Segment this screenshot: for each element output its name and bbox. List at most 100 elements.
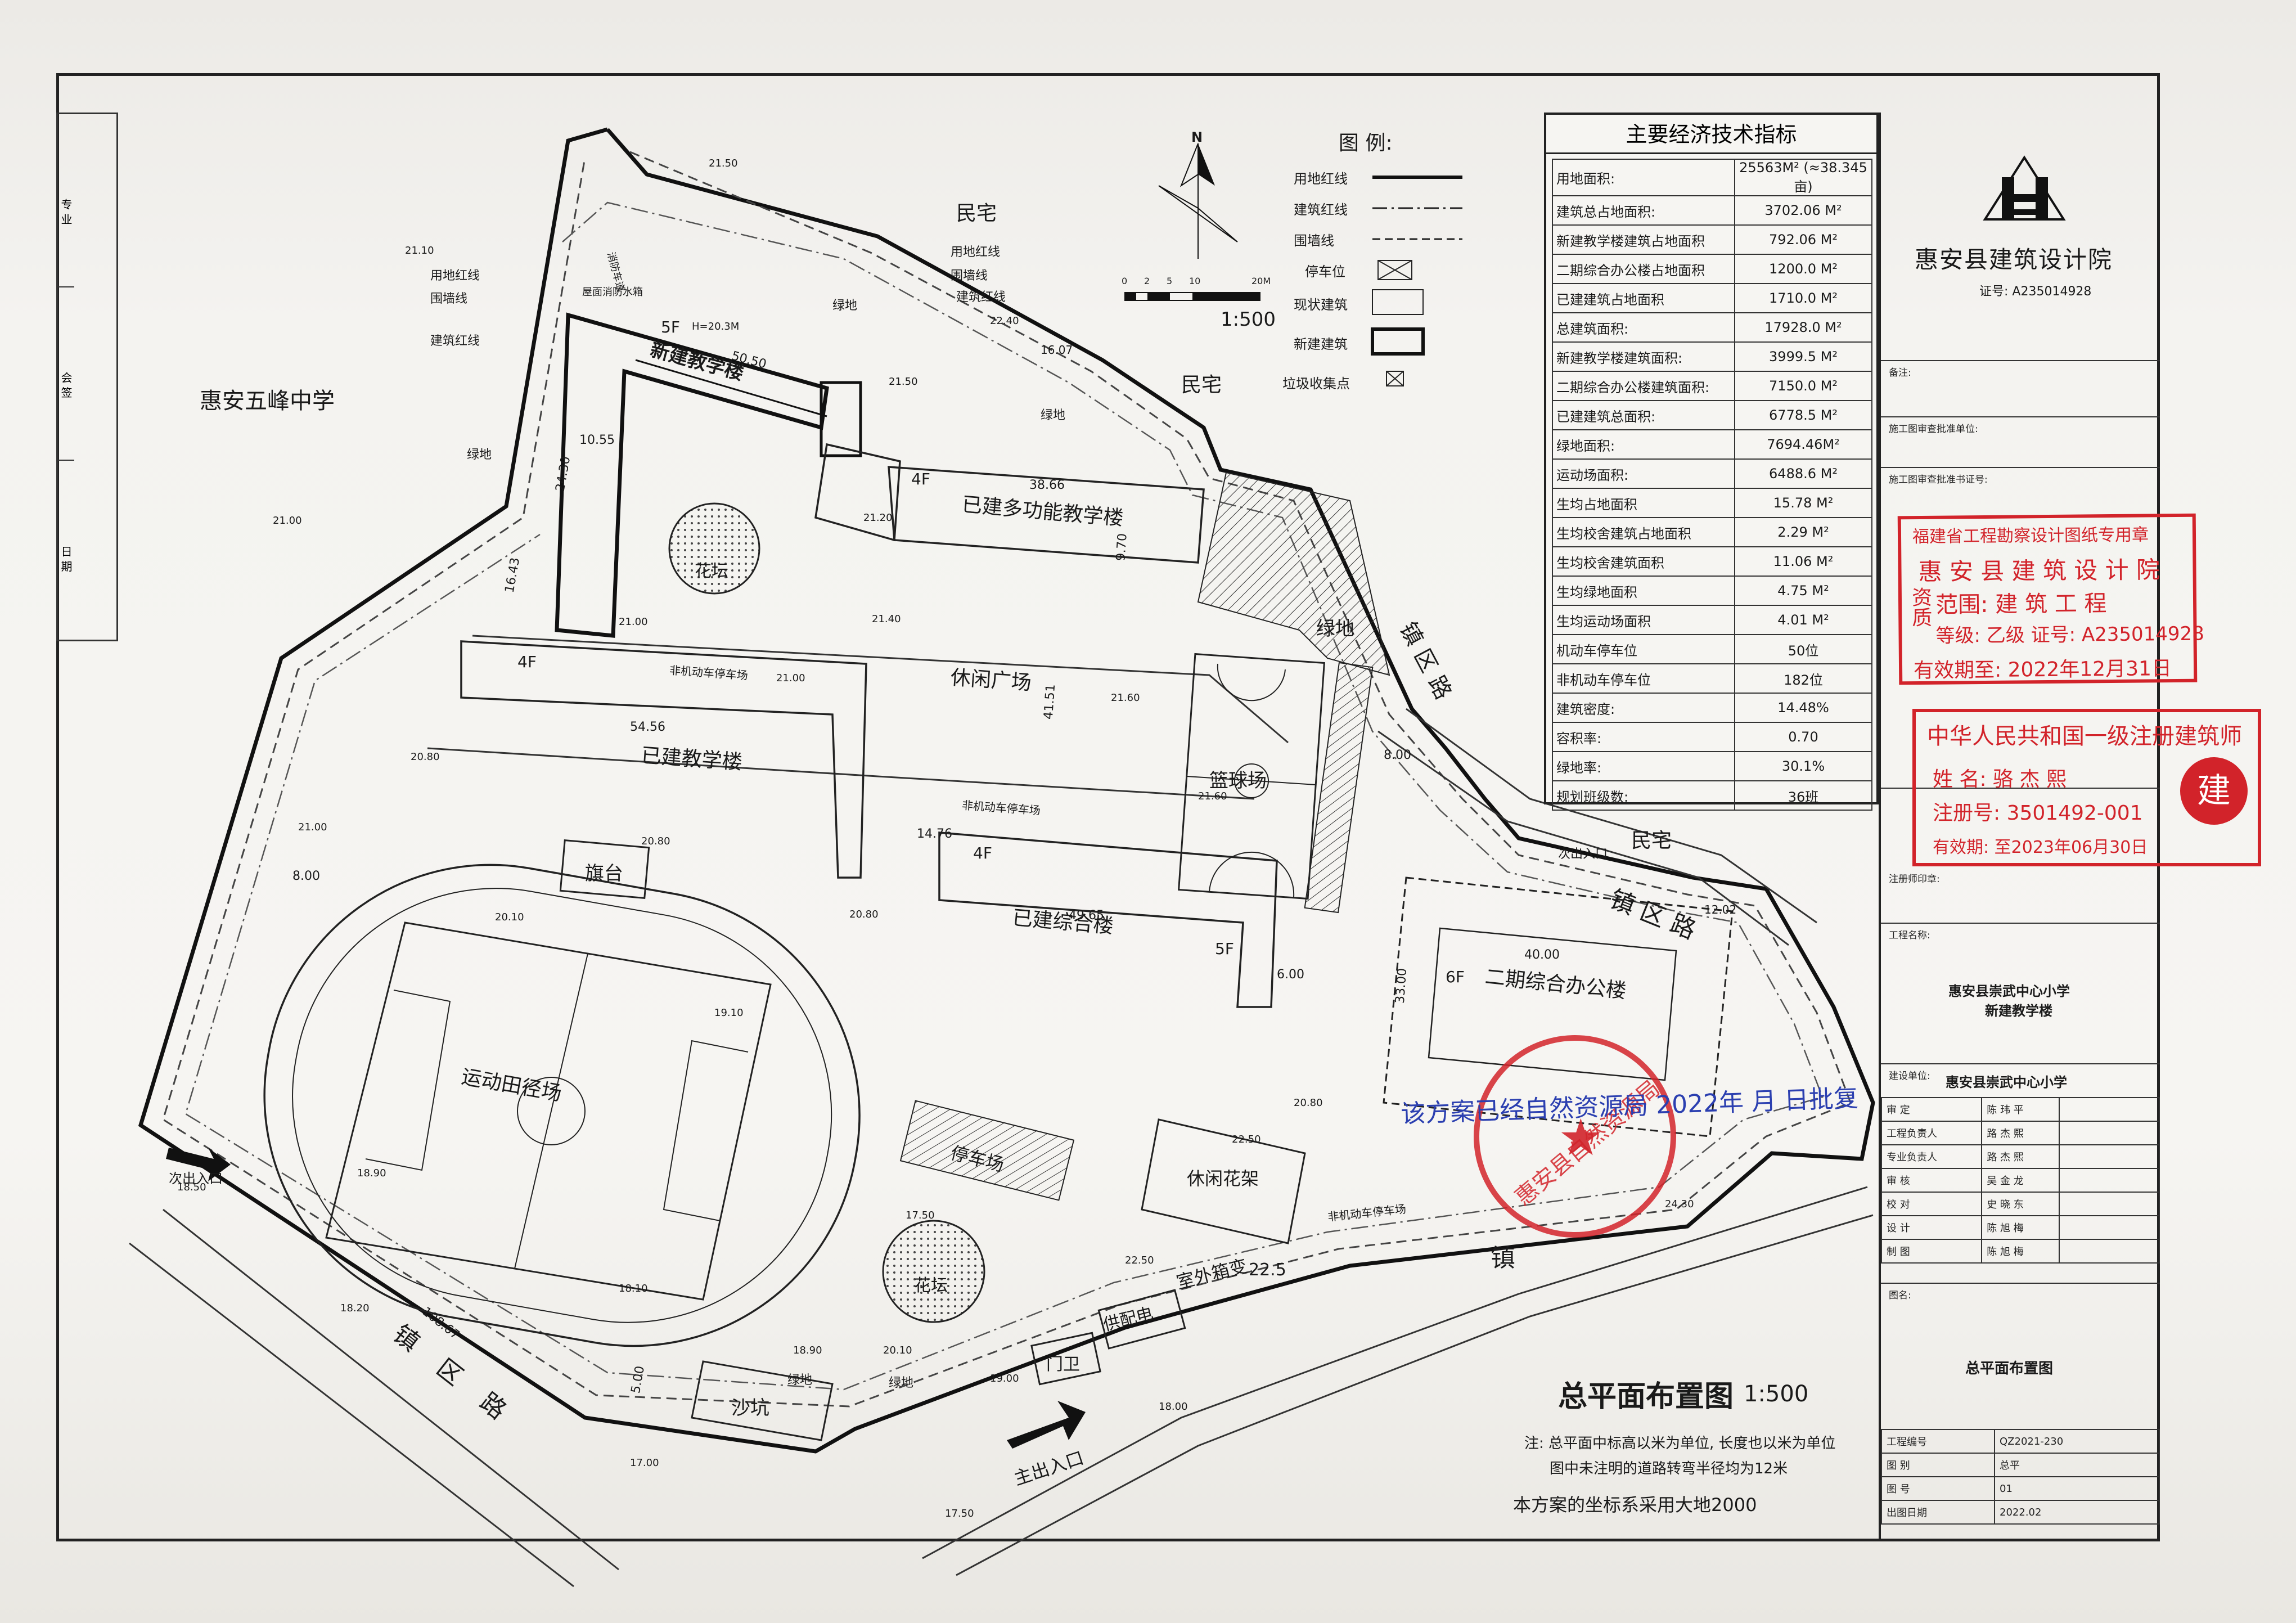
index-label: 建筑密度: — [1552, 693, 1735, 723]
signature-row: 审 核吴 金 龙 — [1880, 1168, 2160, 1193]
road-bottom-west — [163, 1208, 619, 1571]
plan-title: 总平面布置图 — [1558, 1380, 1734, 1414]
index-value: 1200.0 M² — [1734, 254, 1872, 284]
scale-bar-tick-10: 10 — [1189, 276, 1201, 286]
dim-label: 49.65 — [1069, 909, 1104, 923]
approval-seal-star: ★ — [1558, 1108, 1604, 1167]
dim-label: 8.00 — [1384, 748, 1411, 762]
internal-road — [472, 635, 1289, 744]
dim-label: 38.66 — [1029, 478, 1065, 492]
label-build-b: 建筑红线 — [956, 290, 1006, 304]
dim-label: 9.70 — [1114, 533, 1130, 561]
index-label: 二期综合办公楼建筑面积: — [1552, 371, 1735, 401]
signature-cell — [2059, 1144, 2160, 1169]
elevation-mark: 21.60 — [1198, 790, 1227, 802]
label-residence-southeast: 民宅 — [1631, 829, 1672, 852]
label-flower-bed-2: 花坛 — [914, 1276, 948, 1296]
label-wall-a: 围墙线 — [430, 292, 468, 306]
label-sub-entrance: 次出入口 — [169, 1171, 223, 1186]
label-school-west: 惠安五峰中学 — [200, 388, 335, 414]
label-flower-bed-1: 花坛 — [695, 561, 728, 581]
index-label: 生均校舍建筑占地面积 — [1552, 517, 1735, 547]
index-row: 已建建筑总面积:6778.5 M² — [1552, 400, 1872, 430]
court-midline — [1186, 776, 1317, 785]
main-entrance-arrow — [1007, 1401, 1086, 1449]
label-build-a: 建筑红线 — [430, 334, 480, 348]
binding-strip: 专 业 会 签 日 期 — [56, 113, 118, 641]
football-field — [325, 921, 772, 1301]
meta-row: 图 别总平 — [1880, 1453, 2160, 1477]
index-value: 3999.5 M² — [1734, 341, 1872, 372]
elevation-mark: 20.80 — [849, 909, 879, 920]
signature-role: 专业负责人 — [1880, 1144, 1983, 1169]
index-value: 4.75 M² — [1734, 576, 1872, 606]
elevation-mark: 20.80 — [1294, 1097, 1323, 1109]
label-residence-east: 民宅 — [1181, 374, 1222, 397]
plan-scale: 1:500 — [1744, 1381, 1809, 1407]
index-label: 已建建筑占地面积 — [1552, 283, 1735, 313]
road-south-edge — [956, 1214, 1874, 1576]
label-road-right-lower: 镇 — [1491, 1244, 1515, 1273]
architect-stamp: 中华人民共和国一级注册建筑师 姓 名: 骆 杰 熙 注册号: 3501492-0… — [1912, 709, 2261, 866]
label-residence-north: 民宅 — [956, 202, 997, 225]
meta-val: 01 — [1994, 1476, 2160, 1501]
index-value: 1710.0 M² — [1734, 283, 1872, 313]
approval-seal: 惠安县自然资源局 ★ — [1474, 1035, 1676, 1238]
sheet-frame — [56, 73, 2160, 1541]
signature-role: 审 核 — [1880, 1168, 1983, 1193]
institute-name: 惠安县建筑设计院 — [1915, 246, 2113, 273]
signature-row: 设 计陈 旭 梅 — [1880, 1215, 2160, 1240]
index-value: 792.06 M² — [1734, 224, 1872, 255]
label-green-4: 绿地 — [787, 1373, 813, 1387]
signature-role: 校 对 — [1880, 1192, 1983, 1216]
meta-val: QZ2021-230 — [1994, 1429, 2160, 1454]
index-row: 绿地率:30.1% — [1552, 751, 1872, 781]
index-grid: 用地面积:25563M² (≈38.345亩)建筑总占地面积:3702.06 M… — [1552, 159, 1872, 811]
qual-stamp-org: 惠 安 县 建 筑 设 计 院 — [1918, 556, 2160, 586]
signature-table: 审 定陈 玮 平工程负责人路 杰 熙专业负责人路 杰 熙审 核吴 金 龙校 对史… — [1880, 1097, 2160, 1264]
index-label: 规划班级数: — [1552, 780, 1735, 811]
legend-parking-sample — [1377, 260, 1412, 280]
sandpit — [691, 1360, 834, 1441]
elevation-mark: 21.20 — [863, 512, 893, 524]
label-flag-platform: 旗台 — [585, 862, 623, 885]
index-value: 6488.6 M² — [1734, 458, 1872, 489]
review-cert-row: 施工图审查批准书证号: — [1881, 467, 2160, 613]
dim-label: 54.56 — [630, 720, 665, 734]
dim-label: 10.55 — [579, 433, 615, 447]
index-row: 规划班级数:36班 — [1552, 780, 1872, 811]
substation-box — [1097, 1289, 1186, 1350]
qual-stamp-scope: 范围: 建 筑 工 程 — [1935, 591, 2107, 618]
qual-stamp-side: 资质 — [1908, 586, 1932, 628]
qual-stamp-valid: 有效期至: 2022年12月31日 — [1913, 657, 2172, 683]
basketball-court — [1178, 653, 1325, 900]
qualification-stamp: 福建省工程勘察设计图纸专用章 惠 安 县 建 筑 设 计 院 资质 范围: 建 … — [1897, 513, 2204, 685]
elevation-mark: 17.50 — [945, 1508, 974, 1519]
scale-bar — [1124, 292, 1260, 301]
phase2-office-core — [1428, 927, 1677, 1081]
dim-label: 22.5 — [1249, 1260, 1286, 1280]
site-boundary-redline — [138, 127, 1875, 1454]
green-hatched-lot — [1197, 471, 1390, 676]
index-row: 用地面积:25563M² (≈38.345亩) — [1552, 159, 1872, 196]
label-pool: 屋面消防水箱 — [582, 286, 643, 298]
court-key-top — [1217, 663, 1286, 702]
drawing-name: 总平面布置图 — [1965, 1360, 2054, 1377]
elevation-mark: 19.10 — [714, 1007, 744, 1019]
elevation-mark: 24.30 — [1665, 1198, 1694, 1210]
client-name: 惠安县崇武中心小学 — [1946, 1074, 2067, 1090]
elevation-mark: 21.00 — [619, 616, 648, 628]
meta-key: 图 别 — [1880, 1453, 1996, 1477]
legend-item-buildline: 建筑红线 — [1294, 202, 1348, 218]
gate-house — [1030, 1332, 1101, 1386]
plan-note-3: 本方案的坐标系采用大地2000 — [1513, 1494, 1757, 1516]
